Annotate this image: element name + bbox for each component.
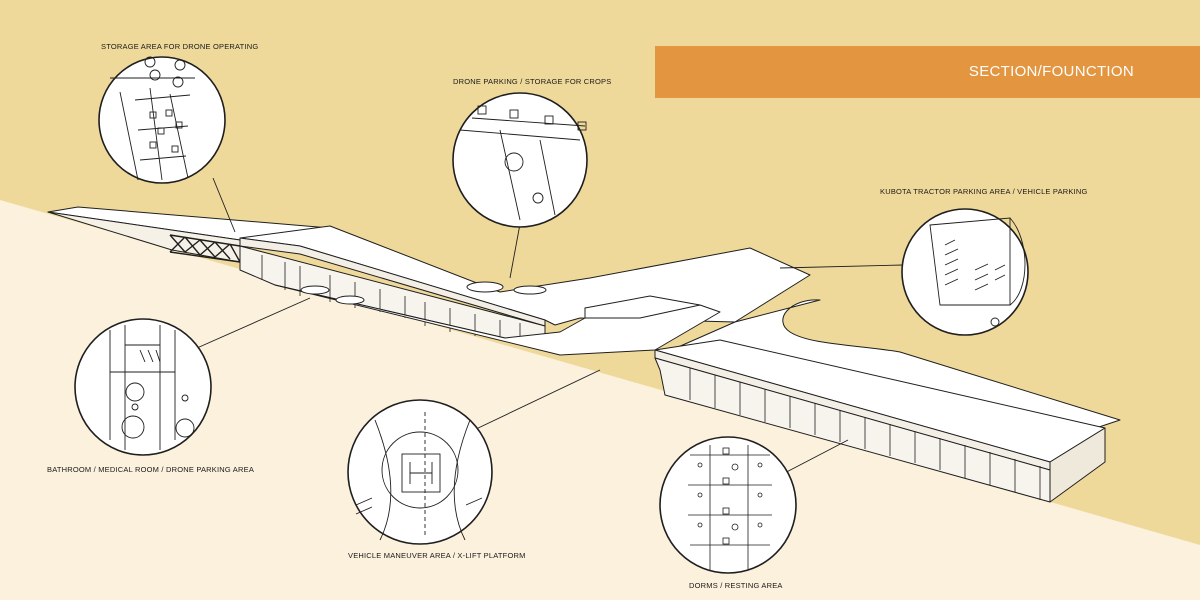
leader-tractor: [779, 264, 904, 269]
label-vehicle-maneuver: VEHICLE MANEUVER AREA / X-LIFT PLATFORM: [348, 551, 526, 560]
bubble-dorms: [659, 436, 797, 574]
bubble-bathroom-medical: [74, 318, 212, 456]
middle-facade-columns: [261, 255, 521, 338]
bubble-tractor-parking: [901, 208, 1029, 336]
leader-bathroom: [196, 297, 311, 349]
ramp-slab: [584, 295, 701, 319]
label-dorms: DORMS / RESTING AREA: [689, 581, 783, 590]
label-bathroom-medical: BATHROOM / MEDICAL ROOM / DRONE PARKING …: [47, 465, 255, 474]
roof-skylight: [466, 281, 504, 293]
leader-vehicle: [473, 369, 601, 431]
leader-lines: [196, 177, 904, 479]
bubble-storage-drone: [98, 56, 226, 184]
page-title: SECTION/FOUNCTION: [968, 63, 1134, 80]
lower-wing-end: [1049, 427, 1106, 503]
title-banner: SECTION/FOUNCTION: [655, 46, 1200, 98]
label-tractor-parking: KUBOTA TRACTOR PARKING AREA / VEHICLE PA…: [880, 187, 1088, 196]
label-storage-drone: STORAGE AREA FOR DRONE OPERATING: [101, 42, 259, 51]
lower-wing-facade: [654, 357, 1051, 503]
bubble-vehicle-maneuver: [347, 399, 493, 545]
label-drone-parking: DRONE PARKING / STORAGE FOR CROPS: [453, 77, 612, 86]
leader-storage-drone: [212, 177, 236, 233]
lower-wing-columns: [689, 368, 1041, 500]
truss-structure: [169, 234, 241, 263]
building-axonometric: [47, 206, 1121, 503]
leader-drone-parking: [509, 223, 521, 279]
facade-skylight: [300, 285, 330, 295]
facade-skylight: [335, 295, 365, 305]
roof-skylight: [513, 285, 547, 295]
bubble-drone-parking: [452, 92, 588, 228]
